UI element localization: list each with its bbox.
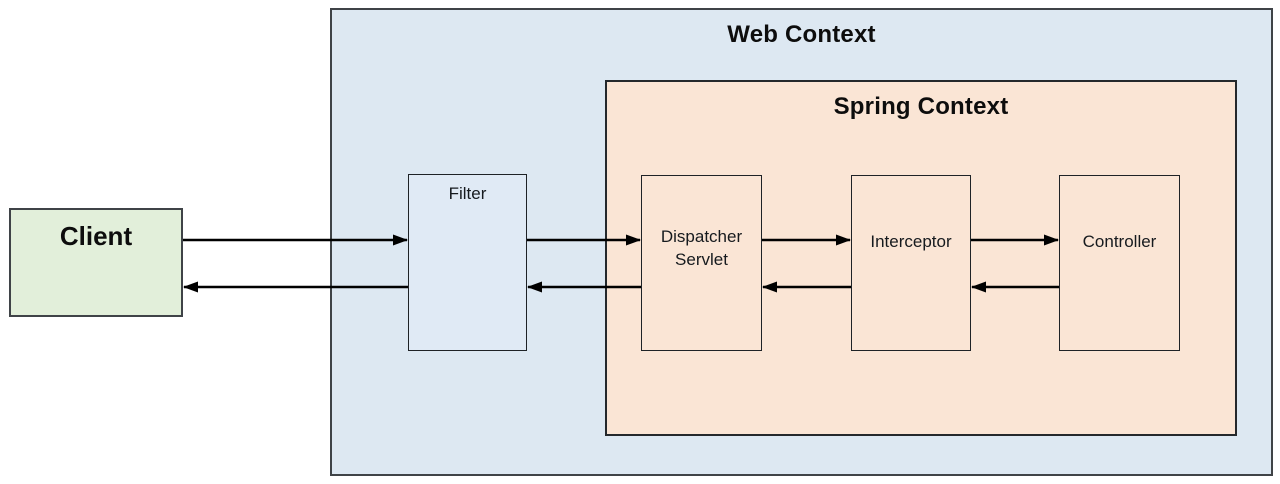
spring-context-title: Spring Context (833, 93, 1009, 120)
controller-label: Controller (1082, 232, 1157, 251)
dispatcher-servlet-label: Dispatcher Servlet (660, 227, 743, 269)
client-node: Client (9, 208, 183, 317)
controller-node: Controller (1059, 175, 1180, 351)
filter-label: Filter (448, 184, 487, 203)
dispatcher-servlet-node: Dispatcher Servlet (641, 175, 762, 351)
interceptor-label: Interceptor (870, 232, 952, 251)
interceptor-node: Interceptor (851, 175, 971, 351)
web-context-title: Web Context (727, 21, 876, 48)
client-label: Client (59, 221, 133, 251)
filter-node: Filter (408, 174, 527, 351)
